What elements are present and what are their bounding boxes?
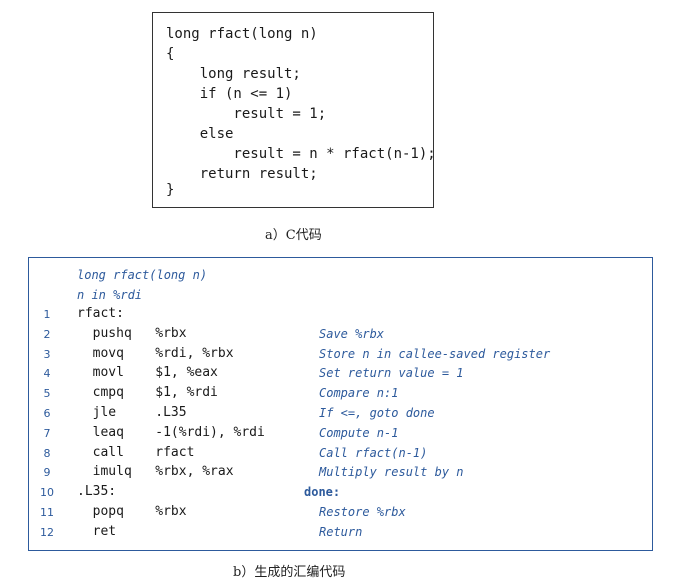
caption-a: a）C代码 (265, 228, 322, 243)
asm-header-register-note: n in %rdi (77, 288, 143, 302)
asm-comment: If <=, goto done (319, 406, 435, 420)
c-code-box (152, 12, 434, 208)
line-number: 2 (43, 327, 51, 341)
asm-comment: Call rfact(n-1) (319, 445, 428, 460)
c-code-line: result = n * rfact(n-1); (166, 146, 436, 162)
line-number: 4 (43, 367, 51, 381)
c-code-line: return result; (166, 166, 318, 182)
c-code-line: } (166, 182, 175, 198)
asm-instruction: cmpq $1, %rdi (77, 385, 218, 401)
line-number: 7 (43, 426, 51, 440)
asm-comment: Store n in callee-saved register (319, 346, 551, 361)
line-number: 5 (43, 387, 51, 401)
line-number: 1 (43, 308, 51, 321)
asm-instruction: movq %rdi, %rbx (77, 345, 234, 361)
asm-comment: Return (319, 524, 363, 539)
line-number: 10 (40, 486, 54, 500)
line-number: 6 (43, 407, 51, 420)
asm-header-signature: long rfact(long n) (77, 268, 208, 282)
asm-instruction: movl $1, %eax (77, 365, 218, 381)
line-number: 11 (40, 506, 54, 519)
line-number: 12 (40, 525, 54, 539)
line-number: 8 (43, 446, 51, 460)
asm-instruction: call rfact (77, 444, 195, 460)
asm-comment: done: (304, 485, 341, 500)
asm-instruction: rfact: (77, 306, 124, 321)
c-code-line: else (166, 126, 234, 142)
asm-comment: Save %rbx (319, 326, 385, 341)
asm-comment: Set return value = 1 (319, 366, 464, 381)
c-code-line: long result; (166, 66, 301, 82)
line-number: 9 (43, 466, 51, 480)
asm-comment: Compute n-1 (319, 425, 399, 440)
asm-instruction: pushq %rbx (77, 325, 187, 341)
line-number: 3 (43, 347, 51, 361)
c-code-line: if (n <= 1) (166, 86, 293, 102)
asm-instruction: imulq %rbx, %rax (77, 464, 234, 480)
asm-comment: Restore %rbx (319, 505, 406, 519)
c-code-line: { (166, 46, 175, 62)
c-code-line: long rfact(long n) (166, 26, 318, 42)
c-code-line: result = 1; (166, 106, 327, 122)
asm-comment: Compare n:1 (319, 386, 399, 401)
asm-code-box (28, 257, 653, 551)
asm-instruction: .L35: (77, 484, 117, 500)
asm-instruction: jle .L35 (77, 405, 187, 420)
asm-instruction: leaq -1(%rdi), %rdi (77, 424, 265, 440)
asm-instruction: popq %rbx (77, 504, 187, 519)
caption-b: b）生成的汇编代码 (233, 565, 346, 580)
asm-comment: Multiply result by n (319, 465, 464, 480)
asm-instruction: ret (77, 523, 117, 539)
